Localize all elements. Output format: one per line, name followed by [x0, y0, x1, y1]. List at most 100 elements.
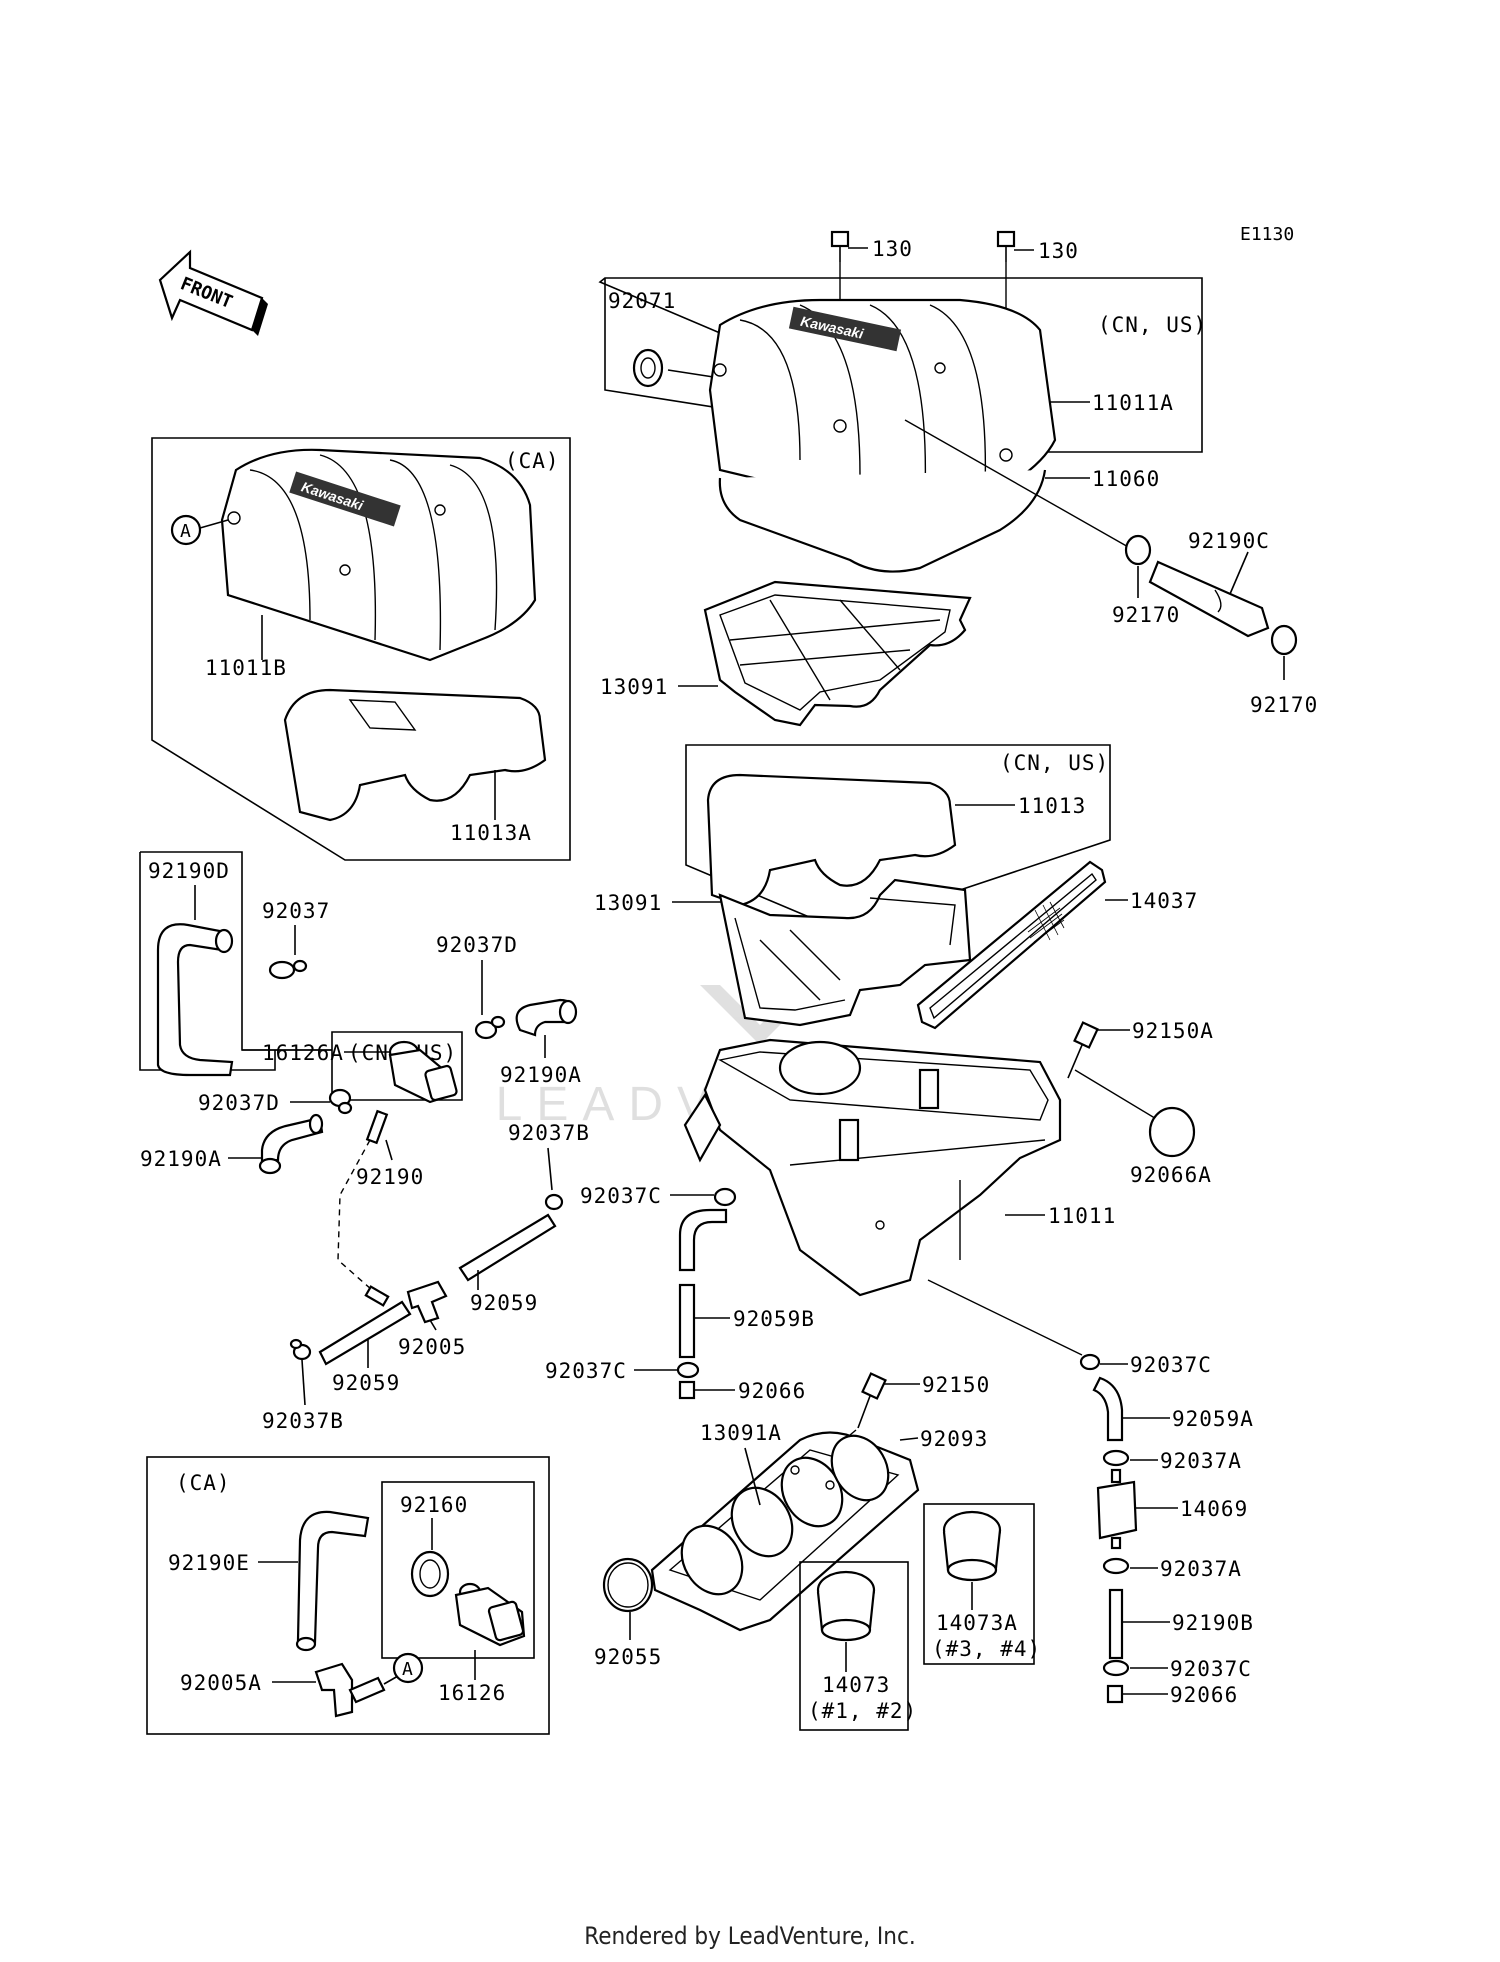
part-92170-label: 92170 [1250, 693, 1318, 717]
hose-icon [678, 1208, 728, 1359]
part-92150-label: 92150 [922, 1373, 990, 1397]
part-14037-label: 14037 [1130, 889, 1198, 913]
part-92059-label: 92059 [470, 1291, 538, 1315]
part-11013-label: 11013 [1018, 794, 1086, 818]
part-92037D-label: 92037D [198, 1091, 280, 1115]
part-92037-label: 92037 [262, 899, 330, 923]
clamp-icon [1102, 1557, 1130, 1575]
clamp-icon [1124, 534, 1152, 566]
part-92190A-label: 92190A [140, 1147, 222, 1171]
plug-icon [1106, 1684, 1124, 1704]
part-92190-label: 92190 [356, 1165, 424, 1189]
intake-adapter [650, 1431, 920, 1632]
part-14073-label: 14073 [822, 1673, 890, 1697]
fuel-filter-icon [1096, 1468, 1138, 1550]
part-130-label: 130 [872, 237, 913, 261]
part-92005A-label: 92005A [180, 1671, 262, 1695]
part-92059A-label: 92059A [1172, 1407, 1254, 1431]
part-14073A-note: (#3, #4) [932, 1637, 1041, 1661]
hose-icon [318, 1300, 412, 1366]
part-13091A-label: 13091A [700, 1421, 782, 1445]
part-92066-label: 92066 [738, 1379, 806, 1403]
air-filter-frame [718, 878, 972, 1027]
part-92037D-label: 92037D [436, 933, 518, 957]
part-92190D-label: 92190D [148, 859, 230, 883]
air-cleaner-cover-ca: Kawasaki [220, 448, 537, 662]
part-92037C-label: 92037C [545, 1359, 627, 1383]
clamp-icon [268, 959, 308, 980]
box-ca-top [151, 437, 571, 861]
hose-icon [365, 1109, 389, 1145]
part-92037B-label: 92037B [262, 1409, 344, 1433]
clamp-icon [544, 1193, 564, 1211]
clamp-icon [1102, 1659, 1130, 1677]
screen-14037 [916, 860, 1107, 1030]
air-filter-element [706, 773, 957, 907]
air-valve-icon [454, 1582, 526, 1647]
part-130-label: 130 [1038, 239, 1079, 263]
part-13091-label: 13091 [594, 891, 662, 915]
part-16126A-label: 16126A [262, 1041, 344, 1065]
box-ca-bottom [146, 1456, 550, 1735]
o-ring-icon [602, 1557, 654, 1613]
part-14069-label: 14069 [1180, 1497, 1248, 1521]
funnel-icon [942, 1510, 1002, 1582]
part-92037C-label: 92037C [1170, 1657, 1252, 1681]
part-92190A-label: 92190A [500, 1063, 582, 1087]
hose-icon [258, 1113, 324, 1175]
hose-icon [458, 1213, 557, 1282]
hose-icon [1148, 560, 1270, 638]
hose-icon [295, 1510, 370, 1652]
part-92037A-label: 92037A [1160, 1557, 1242, 1581]
part-13091-label: 13091 [600, 675, 668, 699]
hose-icon [1092, 1376, 1124, 1442]
air-cleaner-housing [683, 1038, 1062, 1297]
part-92170-label: 92170 [1112, 603, 1180, 627]
part-92037B-label: 92037B [508, 1121, 590, 1145]
hose-icon [1108, 1588, 1124, 1660]
part-11060-label: 11060 [1092, 467, 1160, 491]
clamp-icon [676, 1361, 700, 1379]
part-92190E-label: 92190E [168, 1551, 250, 1575]
part-92037C-label: 92037C [580, 1184, 662, 1208]
part-11011A-label: 11011A [1092, 391, 1174, 415]
part-92055-label: 92055 [594, 1645, 662, 1669]
t-joint-icon [364, 1280, 448, 1324]
part-11011-label: 11011 [1048, 1204, 1116, 1228]
callout-a-marker: A [170, 514, 202, 546]
part-14073A-label: 14073A [936, 1611, 1018, 1635]
air-filter-ca [283, 688, 547, 822]
air-cleaner-cover-top: Kawasaki [708, 298, 1057, 522]
part-92066-label: 92066 [1170, 1683, 1238, 1707]
part-92071-label: 92071 [608, 289, 676, 313]
seal-11060 [718, 469, 1047, 573]
front-arrow-icon: FRONT [158, 249, 268, 336]
joint-icon [314, 1662, 386, 1718]
air-filter-frame [703, 580, 972, 727]
svg-text:A: A [180, 521, 191, 542]
air-valve-icon [388, 1040, 458, 1104]
part-92059-label: 92059 [332, 1371, 400, 1395]
part-92190B-label: 92190B [1172, 1611, 1254, 1635]
bolt-icon [1067, 1021, 1099, 1079]
region-label: (CA) [505, 449, 560, 473]
box-cn-us-left [331, 1031, 463, 1101]
box-16126 [381, 1481, 535, 1659]
part-16126-label: 16126 [438, 1681, 506, 1705]
part-92190C-label: 92190C [1188, 529, 1270, 553]
region-label: (CA) [176, 1471, 231, 1495]
part-92066A-label: 92066A [1130, 1163, 1212, 1187]
region-label: (CN, US) [1098, 313, 1207, 337]
clamp-icon [1102, 1449, 1130, 1467]
hose-icon [515, 998, 578, 1037]
clamp-icon [1079, 1353, 1101, 1371]
grommet-icon [632, 348, 664, 388]
part-92037C-label: 92037C [1130, 1353, 1212, 1377]
funnel-icon [816, 1570, 876, 1642]
part-92160-label: 92160 [400, 1493, 468, 1517]
svg-text:A: A [402, 1659, 413, 1680]
clamp-icon [1270, 624, 1298, 656]
cap-icon [1148, 1106, 1196, 1158]
part-92059B-label: 92059B [733, 1307, 815, 1331]
